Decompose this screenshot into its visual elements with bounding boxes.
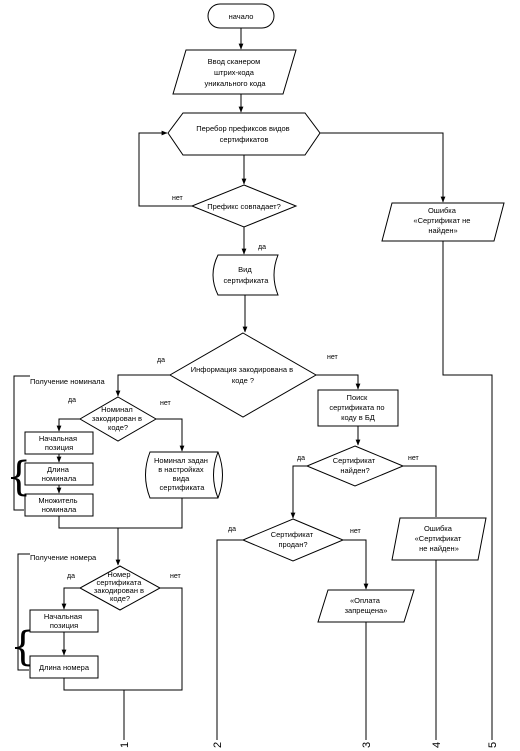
connector-1: 1 [119, 742, 131, 748]
error-not-found-2-label: Ошибка «Сертификат не найден» [415, 524, 464, 553]
number-encoded-label: Номер сертификата закодирован в коде? [94, 570, 146, 603]
input-scan-label: Ввод сканером штрих-кода уникального код… [204, 57, 266, 88]
label-no-sold: нет [350, 528, 362, 535]
label-no-found: нет [408, 455, 420, 462]
multiplier-label: Множитель номинала [38, 496, 79, 514]
label-no-prefix: нет [172, 195, 184, 202]
error-not-found-2 [391, 517, 487, 561]
nominal-group-brace: { [6, 454, 31, 500]
number-encoded-decision [78, 565, 162, 611]
start-pos-2-label: Начальная позиция [44, 612, 84, 630]
label-no-nominal: нет [160, 400, 172, 407]
label-no-info: нет [327, 354, 339, 361]
cert-sold-decision [241, 518, 345, 562]
get-number-label: Получение номера [30, 553, 97, 562]
cert-type-stored-data [212, 254, 279, 296]
number-group-brace: { [10, 624, 35, 670]
search-db-label: Поиск сертификата по коду в БД [329, 393, 386, 422]
prefix-loop-label: Перебор префиксов видов сертификатов [196, 124, 292, 144]
prefix-match-label: Префикс совпадает? [207, 202, 281, 211]
cert-found-decision [305, 445, 405, 487]
connector-2: 2 [212, 742, 224, 748]
cert-found-label: Сертификат найден? [333, 456, 378, 475]
label-yes-found: да [297, 455, 305, 462]
connector-5: 5 [487, 742, 499, 748]
info-encoded-label: Информация закодирована в коде ? [191, 365, 295, 385]
cert-sold-label: Сертификат продан? [271, 530, 316, 549]
nominal-encoded-decision [79, 396, 157, 442]
error-not-found-1 [381, 202, 505, 242]
payment-denied-label: «Оплата запрещена» [345, 596, 388, 615]
payment-denied [317, 589, 415, 623]
cert-type-label: Вид сертификата [224, 265, 270, 285]
get-nominal-label: Получение номинала [30, 377, 106, 386]
input-scan-parallelogram [172, 49, 297, 95]
start-pos-1-label: Начальная позиция [39, 434, 79, 452]
connector-3: 3 [361, 742, 373, 748]
label-yes-prefix: да [258, 244, 266, 251]
nominal-settings-label: Номинал задан в настройках вида сертифик… [154, 456, 210, 492]
nominal-encoded-label: Номинал закодирован в коде? [92, 405, 144, 432]
label-yes-sold: да [228, 526, 236, 533]
label-yes-nominal: да [68, 397, 76, 404]
length-nominal-label: Длина номинала [42, 465, 77, 483]
connector-4: 4 [431, 742, 443, 748]
prefix-loop-hexagon [167, 112, 321, 156]
label-no-number: нет [170, 573, 182, 580]
label-yes-info: да [157, 357, 165, 364]
label-yes-number: да [67, 573, 75, 580]
start-label: начало [229, 12, 254, 21]
error-not-found-1-label: Ошибка «Сертификат не найден» [413, 206, 472, 235]
info-encoded-decision [168, 332, 318, 418]
length-number-label: Длина номера [39, 663, 90, 672]
